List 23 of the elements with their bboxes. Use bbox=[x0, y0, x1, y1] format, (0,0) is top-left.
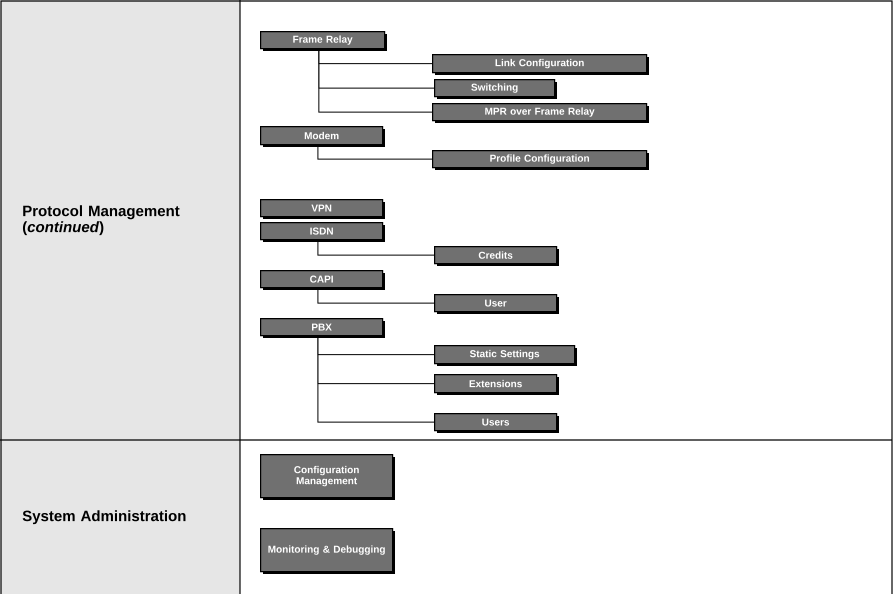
menu-box: MPR over Frame Relay bbox=[432, 103, 649, 123]
connector-line bbox=[317, 336, 434, 423]
connector-line bbox=[317, 288, 434, 304]
menu-box: Profile Configuration bbox=[432, 150, 649, 170]
menu-box: Frame Relay bbox=[260, 31, 387, 51]
menu-box: CAPI bbox=[260, 270, 385, 290]
menu-box: Monitoring & Debugging bbox=[260, 528, 395, 574]
menu-box: Extensions bbox=[434, 374, 559, 395]
connector-line bbox=[317, 144, 432, 160]
menu-box: Configuration Management bbox=[260, 454, 395, 500]
menu-box: ISDN bbox=[260, 222, 385, 242]
menu-box: Link Configuration bbox=[432, 54, 649, 75]
menu-box: Credits bbox=[434, 246, 559, 266]
menu-box: VPN bbox=[260, 199, 385, 219]
row-heading-cell: System Administration bbox=[0, 440, 240, 594]
menu-box: Static Settings bbox=[434, 345, 577, 366]
menu-box: User bbox=[434, 294, 559, 314]
menu-box: PBX bbox=[260, 318, 385, 338]
connector-line bbox=[317, 240, 434, 256]
menu-box: Modem bbox=[260, 126, 385, 147]
menu-box: Users bbox=[434, 413, 559, 433]
connector-line bbox=[318, 48, 432, 113]
menu-box: Switching bbox=[434, 79, 557, 99]
